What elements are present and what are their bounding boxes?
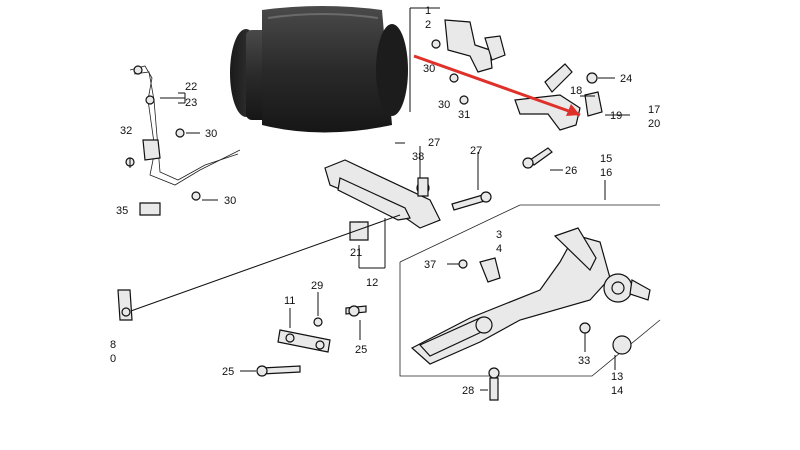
callout-30: 30 <box>423 63 435 75</box>
callout-12: 12 <box>366 277 378 289</box>
callout-18: 18 <box>570 85 582 97</box>
callout-labels: 1 2 30 30 31 24 18 19 17 20 22 23 32 30 … <box>110 5 660 397</box>
callout-23: 23 <box>185 97 197 109</box>
callout-30: 30 <box>205 128 217 140</box>
callout-20: 20 <box>648 118 660 130</box>
highlight-pointer <box>413 54 581 117</box>
callout-3: 3 <box>496 229 502 241</box>
callout-32: 32 <box>120 125 132 137</box>
callout-2: 2 <box>425 19 431 31</box>
callout-30: 30 <box>224 195 236 207</box>
callout-19: 19 <box>610 110 622 122</box>
callout-33: 33 <box>578 355 590 367</box>
callout-13: 13 <box>611 371 623 383</box>
stabilizer-link <box>125 65 241 216</box>
callout-28: 28 <box>462 385 474 397</box>
callout-35: 35 <box>116 205 128 217</box>
callout-24: 24 <box>620 73 632 85</box>
bushing-photo <box>230 6 408 133</box>
callout-37: 37 <box>424 259 436 271</box>
trailing-arm <box>399 180 661 377</box>
callout-14: 14 <box>611 385 623 397</box>
callout-0: 0 <box>110 353 116 365</box>
callout-4: 4 <box>496 243 502 255</box>
callout-1: 1 <box>425 5 431 17</box>
upper-arm-assembly <box>409 7 630 131</box>
callout-27: 27 <box>428 137 440 149</box>
bolts <box>117 147 563 401</box>
callout-30: 30 <box>438 99 450 111</box>
callout-25: 25 <box>222 366 234 378</box>
callout-11: 11 <box>284 295 295 307</box>
callout-26: 26 <box>565 165 577 177</box>
lower-arm <box>127 142 492 313</box>
callout-27: 27 <box>470 145 482 157</box>
callout-21: 21 <box>350 247 362 259</box>
callout-38: 38 <box>412 151 424 163</box>
callout-8: 8 <box>110 339 116 351</box>
callout-16: 16 <box>600 167 612 179</box>
callout-15: 15 <box>600 153 612 165</box>
callout-17: 17 <box>648 104 660 116</box>
callout-25: 25 <box>355 344 367 356</box>
callout-29: 29 <box>311 280 323 292</box>
callout-22: 22 <box>185 81 197 93</box>
callout-31: 31 <box>458 109 470 121</box>
